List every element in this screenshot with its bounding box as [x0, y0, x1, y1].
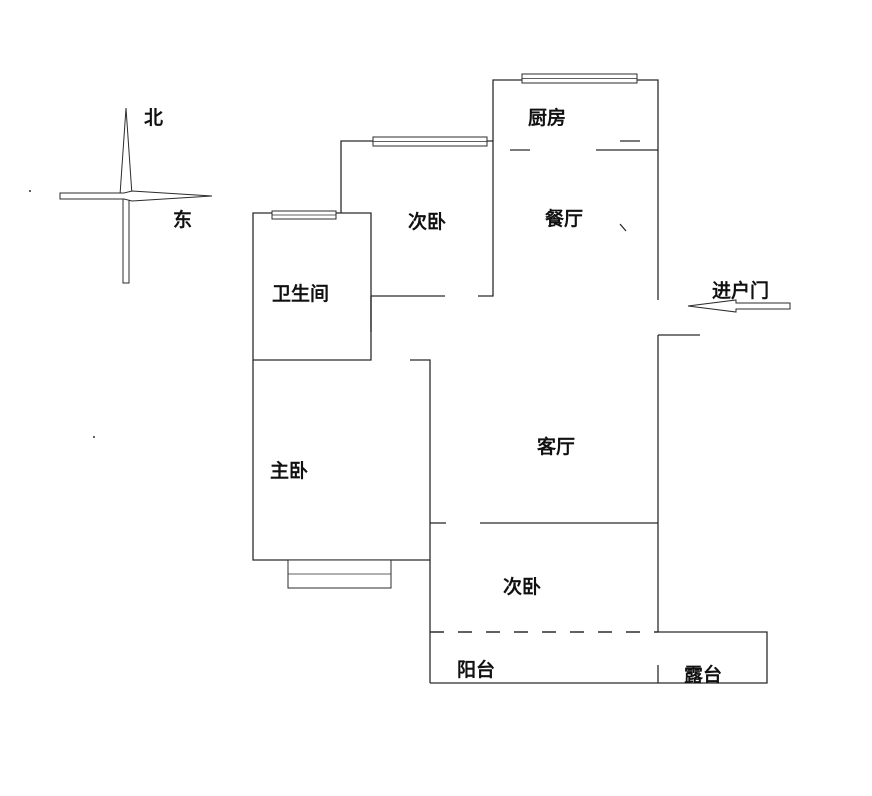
entrance-marker: 进户门: [687, 279, 791, 313]
room-label-balcony: 阳台: [457, 658, 495, 681]
room-label-secondary-bedroom-north: 次卧: [408, 210, 446, 233]
room-label-bathroom: 卫生间: [272, 282, 329, 305]
windows: [271, 73, 638, 589]
compass-east-west-arm: [59, 190, 213, 202]
room-label-dining: 餐厅: [545, 207, 583, 230]
stray-dot: [29, 190, 31, 192]
entrance-arrow-icon: [687, 299, 791, 313]
room-label-terrace: 露台: [684, 663, 722, 686]
stray-dot: [93, 436, 95, 438]
walls: [252, 79, 768, 684]
compass-north-label: 北: [144, 107, 163, 129]
compass-east-label: 东: [173, 208, 192, 231]
compass: 北 东: [29, 107, 213, 438]
room-label-secondary-bedroom-south: 次卧: [503, 575, 541, 598]
room-label-kitchen: 厨房: [528, 106, 566, 129]
room-label-master-bedroom: 主卧: [270, 460, 308, 482]
room-label-living-room: 客厅: [537, 435, 575, 458]
entrance-label: 进户门: [712, 279, 769, 302]
room-labels: 厨房 餐厅 次卧 卫生间 客厅 主卧 次卧 阳台 露台: [270, 106, 722, 686]
